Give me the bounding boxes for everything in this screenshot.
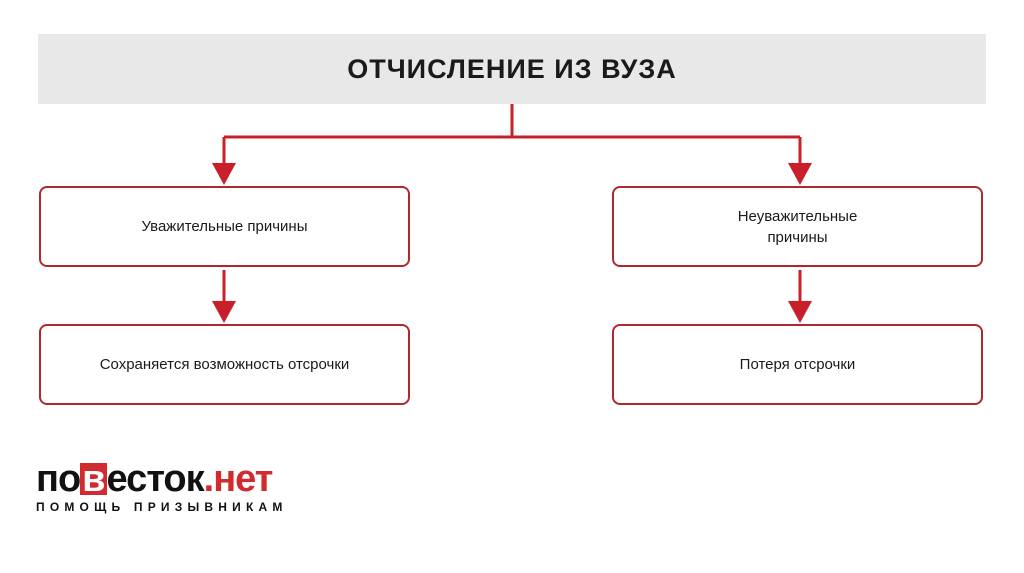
arrow-down-icon [212, 301, 236, 323]
box-label: Сохраняется возможность отсрочки [99, 356, 350, 373]
logo-text: есток [106, 458, 205, 500]
box-invalid-reasons: Неуважительные причины [612, 186, 983, 267]
box-deferral-kept: Сохраняется возможность отсрочки [39, 324, 410, 405]
box-label: Уважительные причины [141, 218, 308, 235]
diagram-title: ОТЧИСЛЕНИЕ ИЗ ВУЗА [38, 34, 986, 104]
arrow-down-icon [788, 301, 812, 323]
logo-domain: .нет [203, 458, 274, 500]
logo-letter: в [80, 458, 107, 500]
arrow-down-icon [212, 163, 236, 185]
box-valid-reasons: Уважительные причины [39, 186, 410, 267]
arrow-down-icon [788, 163, 812, 185]
logo-tagline: ПОМОЩЬ ПРИЗЫВНИКАМ [36, 500, 288, 514]
logo-text: по [36, 458, 81, 500]
box-label: Потеря отсрочки [739, 356, 856, 373]
trunk-line [222, 104, 802, 165]
logo: повесток.нет ПОМОЩЬ ПРИЗЫВНИКАМ [36, 460, 288, 514]
box-label: Неуважительные причины [737, 207, 858, 246]
title-text: ОТЧИСЛЕНИЕ ИЗ ВУЗА [347, 53, 677, 84]
box-deferral-lost: Потеря отсрочки [612, 324, 983, 405]
